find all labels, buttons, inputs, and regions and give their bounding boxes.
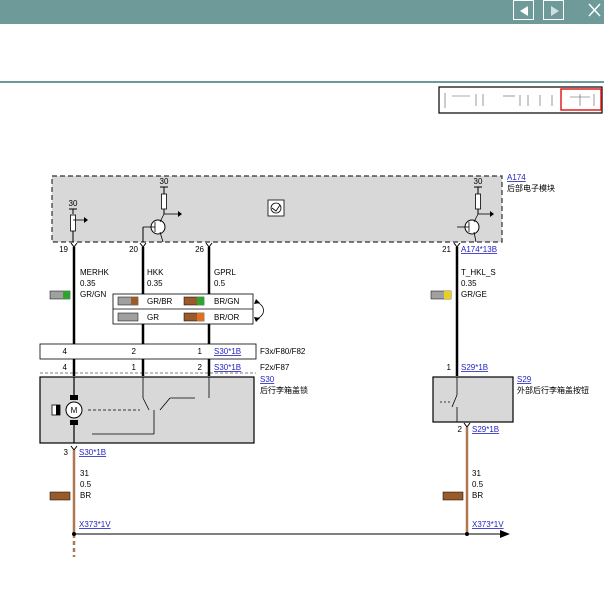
s29-name: 外部后行李箱盖按钮 — [517, 385, 589, 395]
s30-pin3-ref-link[interactable]: S30*1B — [79, 448, 106, 457]
thkl-signal: T_HKL_S — [461, 268, 496, 277]
merhk-signal: MERHK — [80, 268, 110, 277]
variant1-left-color: GR/BR — [147, 297, 173, 306]
thkl-gauge: 0.35 — [461, 279, 477, 288]
s29-pin1-ref-link[interactable]: S29*1B — [461, 363, 488, 372]
strip-bottom-ref-link[interactable]: S30*1B — [214, 363, 241, 372]
button-switch — [440, 377, 458, 422]
supply-mid-label: 30 — [160, 177, 169, 186]
s29-button-box — [432, 376, 514, 423]
triangle-right-icon — [551, 6, 559, 16]
triangle-left-icon — [520, 6, 528, 16]
pin-21: 21 — [442, 245, 451, 254]
s29-pin2: 2 — [458, 425, 463, 434]
pin-26: 26 — [195, 245, 204, 254]
strip-bottom-pin-c: 2 — [198, 363, 203, 372]
strip-bottom-pin-a: 4 — [63, 363, 68, 372]
ground-right-gauge: 0.5 — [472, 480, 484, 489]
variant1-right-color: BR/GN — [214, 297, 240, 306]
strip-top-ref-link[interactable]: S30*1B — [214, 347, 241, 356]
merhk-gauge: 0.35 — [80, 279, 96, 288]
variant2-left-color: GR — [147, 313, 159, 322]
ground-right-ref-link[interactable]: X373*1V — [472, 520, 504, 529]
prev-page-button[interactable] — [513, 0, 534, 20]
gprl-signal: GPRL — [214, 268, 236, 277]
motor-icon: M — [51, 377, 83, 443]
strip-bottom-pin-b: 1 — [132, 363, 137, 372]
close-button[interactable] — [585, 0, 604, 20]
color-swatch-br-right — [442, 491, 464, 501]
a174-name: 后部电子模块 — [507, 183, 555, 193]
minimap[interactable] — [438, 86, 603, 114]
s30-name: 后行李箱盖锁 — [260, 385, 308, 395]
s29-ref-link[interactable]: S29 — [517, 375, 532, 384]
strip-top-models: F3x/F80/F82 — [260, 347, 306, 356]
module-symbol-icon — [267, 199, 285, 217]
a174-pin-ref-link[interactable]: A174*13B — [461, 245, 497, 254]
header-divider — [0, 81, 604, 83]
pin-19: 19 — [59, 245, 68, 254]
title-bar — [0, 0, 604, 24]
s29-pin1: 1 — [447, 363, 452, 372]
svg-text:M: M — [71, 406, 78, 415]
variant-table: GR/BR BR/GN GR BR/OR — [112, 293, 264, 325]
lock-switch — [88, 377, 210, 435]
ground-left-color: BR — [80, 491, 91, 500]
pin-20: 20 — [129, 245, 138, 254]
ground-left-gauge: 0.5 — [80, 480, 92, 489]
hkk-signal: HKK — [147, 268, 164, 277]
ground-left-signal: 31 — [80, 469, 89, 478]
thkl-color: GR/GE — [461, 290, 487, 299]
gprl-gauge: 0.5 — [214, 279, 226, 288]
variant2-right-color: BR/OR — [214, 313, 240, 322]
ground-right-signal: 31 — [472, 469, 481, 478]
strip-top-pin-a: 4 — [63, 347, 68, 356]
strip-top-pin-b: 2 — [132, 347, 137, 356]
ground-right-color: BR — [472, 491, 483, 500]
hkk-gauge: 0.35 — [147, 279, 163, 288]
s30-pin3: 3 — [64, 448, 69, 457]
color-swatch-br-left — [49, 491, 71, 501]
next-page-button[interactable] — [543, 0, 564, 20]
a174-ref-link[interactable]: A174 — [507, 173, 526, 182]
s29-pin2-ref-link[interactable]: S29*1B — [472, 425, 499, 434]
connector-strip-top — [39, 343, 257, 360]
supply-right-label: 30 — [474, 177, 483, 186]
strip-bottom-models: F2x/F87 — [260, 363, 290, 372]
resistor-left — [70, 214, 76, 232]
supply-left-label: 30 — [69, 199, 78, 208]
strip-top-pin-c: 1 — [198, 347, 203, 356]
close-icon — [588, 3, 601, 17]
minimap-viewport[interactable] — [560, 88, 602, 111]
ground-left-ref-link[interactable]: X373*1V — [79, 520, 111, 529]
merhk-color: GR/GN — [80, 290, 106, 299]
s30-ref-link[interactable]: S30 — [260, 375, 275, 384]
